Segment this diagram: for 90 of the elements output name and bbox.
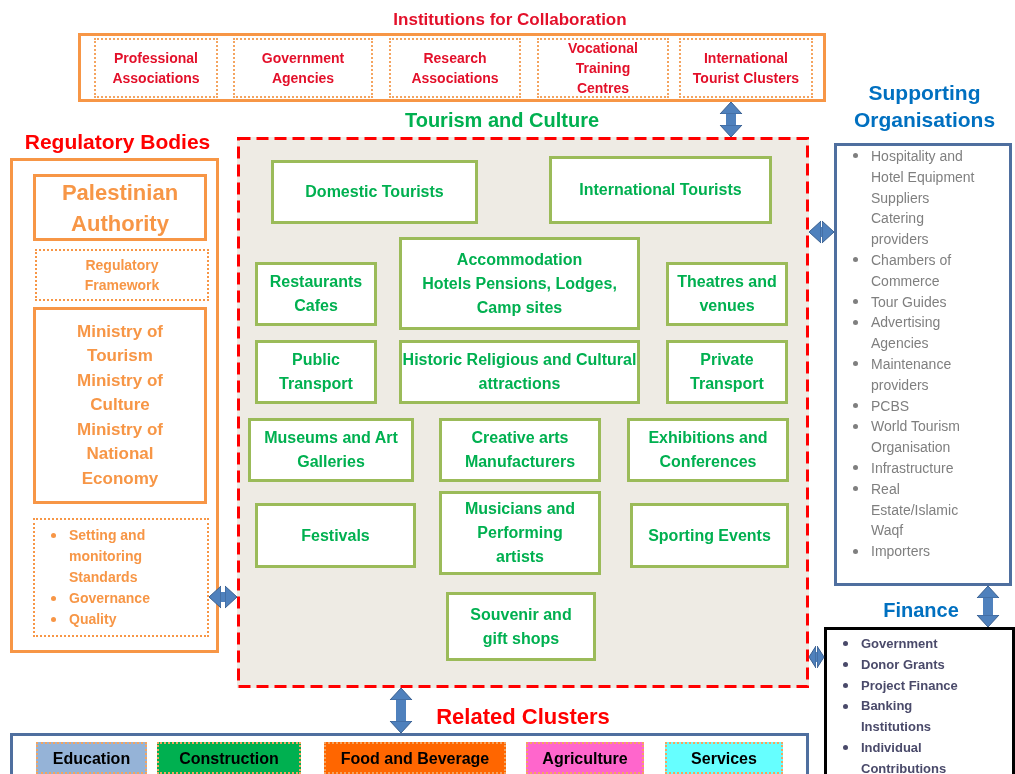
cluster-box xyxy=(36,742,147,774)
list-item: Importers xyxy=(871,542,932,562)
association-box xyxy=(389,38,521,98)
box-label: Government Agencies xyxy=(260,49,346,88)
tourism-box xyxy=(255,262,377,326)
box-label: International Tourist Clusters xyxy=(691,49,801,88)
list-item: Project Finance xyxy=(861,676,959,695)
box-label: Palestinian Authority xyxy=(60,178,180,238)
tourism-box xyxy=(399,340,640,404)
box-label: Ministry of Tourism xyxy=(76,320,164,368)
authority-box xyxy=(33,174,207,241)
list-item: Government xyxy=(861,635,939,653)
tourism-box xyxy=(439,418,601,482)
double-arrow xyxy=(808,220,835,244)
box-label: Agriculture xyxy=(542,749,628,769)
box-label: Theatres and venues xyxy=(677,272,777,316)
box-label: Festivals xyxy=(301,525,370,546)
tourism-box xyxy=(255,340,377,404)
box-label: Hotels Pensions, Lodges, Camp sites xyxy=(421,273,618,318)
box-label: Exhibitions and Conferences xyxy=(647,428,769,472)
list-item: Chambers of Commerce xyxy=(871,251,953,291)
cluster-box xyxy=(526,742,644,774)
association-box xyxy=(679,38,813,98)
double-arrow xyxy=(208,585,238,609)
section-heading: Supporting Organisations xyxy=(852,80,997,134)
framework-box xyxy=(35,249,209,301)
box-label: Education xyxy=(52,749,131,769)
double-arrow xyxy=(719,101,743,138)
box-label: Domestic Tourists xyxy=(305,182,444,202)
box-label: Ministry of Culture xyxy=(76,369,164,417)
box-label: Food and Beverage xyxy=(340,749,490,769)
section-heading: Related Clusters xyxy=(435,703,611,731)
box-label: Sporting Events xyxy=(648,525,771,546)
section-heading: Finance xyxy=(882,598,960,623)
double-arrow xyxy=(808,645,825,669)
tourism-box xyxy=(446,592,596,661)
box-label: International Tourists xyxy=(579,180,742,200)
list-item: Tour Guides xyxy=(871,292,948,312)
box-label: Regulatory Framework xyxy=(83,256,161,295)
box-label: Souvenir and gift shops xyxy=(469,604,573,649)
section-heading: Tourism and Culture xyxy=(403,108,601,133)
list-item: Maintenance providers xyxy=(871,354,953,395)
tourism-box xyxy=(549,156,772,224)
association-box xyxy=(233,38,373,98)
list-item: Donor Grants xyxy=(861,655,946,674)
tourism-box xyxy=(248,418,414,482)
tourism-box xyxy=(627,418,789,482)
box-label: Professional Associations xyxy=(111,49,201,88)
list-item: Quality xyxy=(69,610,118,629)
list-item: Individual Contributions xyxy=(861,739,948,774)
box-label: Research Associations xyxy=(410,49,500,88)
list-item: PCBS xyxy=(871,396,911,416)
list-item: Governance xyxy=(69,589,151,608)
box-label: Ministry of National Economy xyxy=(76,418,164,490)
box-label: Creative arts Manufacturers xyxy=(463,428,577,472)
box-label: Services xyxy=(691,749,757,769)
box-label: Accommodation xyxy=(456,249,583,270)
list-item: Banking Institutions xyxy=(861,697,933,737)
cluster-box xyxy=(157,742,301,774)
list-item: World Tourism Organisation xyxy=(871,417,961,458)
tourism-box xyxy=(439,491,601,575)
box-label: Museums and Art Galleries xyxy=(263,428,399,472)
association-box xyxy=(537,38,669,98)
section-heading: Regulatory Bodies xyxy=(23,129,212,155)
box-label: Musicians and Performing artists xyxy=(463,499,577,567)
tourism-box xyxy=(399,237,640,330)
box-label: Historic Religious and Cultural attractions xyxy=(402,350,637,394)
list-item: Hospitality and Hotel Equipment Suppliers Catering providers xyxy=(871,147,976,250)
tourism-box xyxy=(666,262,788,326)
tourism-box xyxy=(666,340,788,404)
section-heading: Institutions for Collaboration xyxy=(392,9,628,31)
tourism-box xyxy=(630,503,789,568)
box-label: Construction xyxy=(179,749,279,769)
association-box xyxy=(94,38,218,98)
list-item: Infrastructure xyxy=(871,458,955,478)
list-item: Advertising Agencies xyxy=(871,313,942,354)
ministry-box xyxy=(33,307,207,504)
cluster-box xyxy=(665,742,783,774)
box-label: Vocational Training Centres xyxy=(567,39,639,98)
tourism-box xyxy=(255,503,416,568)
standards-box xyxy=(33,518,209,637)
box-label: Public Transport xyxy=(278,350,354,394)
double-arrow xyxy=(389,687,413,734)
box-label: Restaurants Cafes xyxy=(268,272,364,316)
list-item: Real Estate/Islamic Waqf xyxy=(871,479,960,541)
cluster-box xyxy=(324,742,506,774)
list-item: Setting and monitoring Standards xyxy=(69,526,147,587)
tourism-box xyxy=(271,160,478,224)
box-label: Private Transport xyxy=(689,350,765,394)
double-arrow xyxy=(976,585,1000,628)
